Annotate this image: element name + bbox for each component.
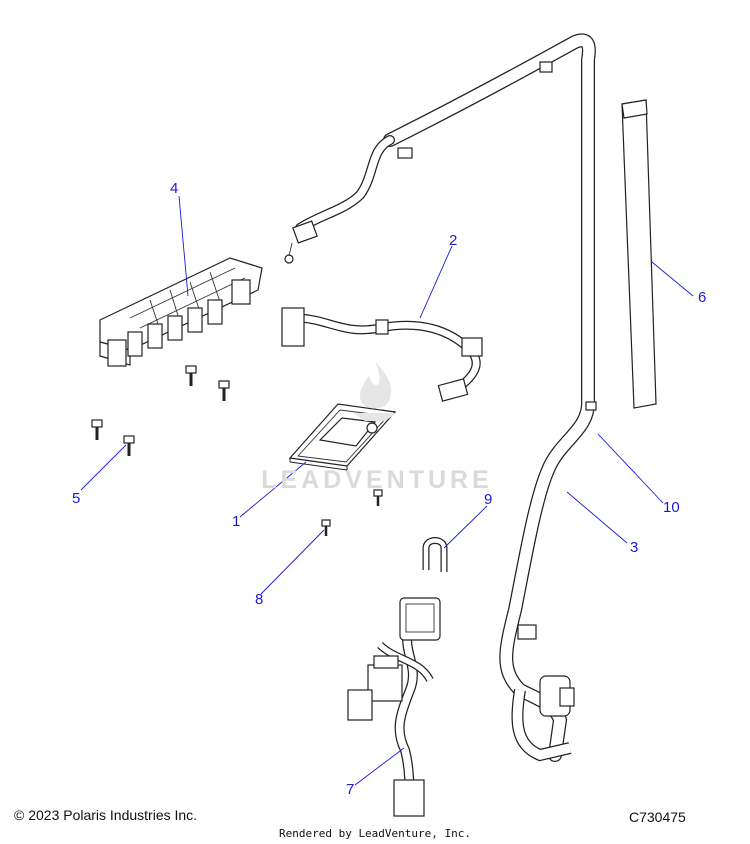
leadventure-logo-watermark bbox=[353, 361, 397, 421]
callout-6: 6 bbox=[698, 289, 707, 306]
diagram-code: C730475 bbox=[629, 809, 686, 825]
callout-9: 9 bbox=[484, 491, 493, 508]
part-6-sleeve bbox=[621, 99, 657, 409]
callout-10: 10 bbox=[663, 499, 680, 516]
part-5-screws bbox=[91, 365, 230, 456]
watermark-text: LEADVENTURE bbox=[261, 466, 493, 494]
callout-3: 3 bbox=[630, 539, 639, 556]
part-2-harness bbox=[281, 307, 483, 402]
rendered-by-text: Rendered by LeadVenture, Inc. bbox=[278, 827, 472, 840]
callout-2: 2 bbox=[449, 232, 458, 249]
part-9-clip bbox=[422, 537, 448, 572]
leader-lines bbox=[80, 195, 694, 786]
part-8-screws bbox=[321, 489, 383, 536]
part-4-relay-bracket bbox=[99, 257, 263, 367]
part-3-main-harness bbox=[284, 33, 597, 762]
callout-4: 4 bbox=[170, 180, 179, 197]
callout-7: 7 bbox=[346, 781, 355, 798]
copyright-text: © 2023 Polaris Industries Inc. bbox=[14, 807, 198, 823]
callout-5: 5 bbox=[72, 490, 81, 507]
callout-1: 1 bbox=[232, 513, 241, 530]
callout-8: 8 bbox=[255, 591, 264, 608]
part-7-harness bbox=[347, 597, 441, 817]
